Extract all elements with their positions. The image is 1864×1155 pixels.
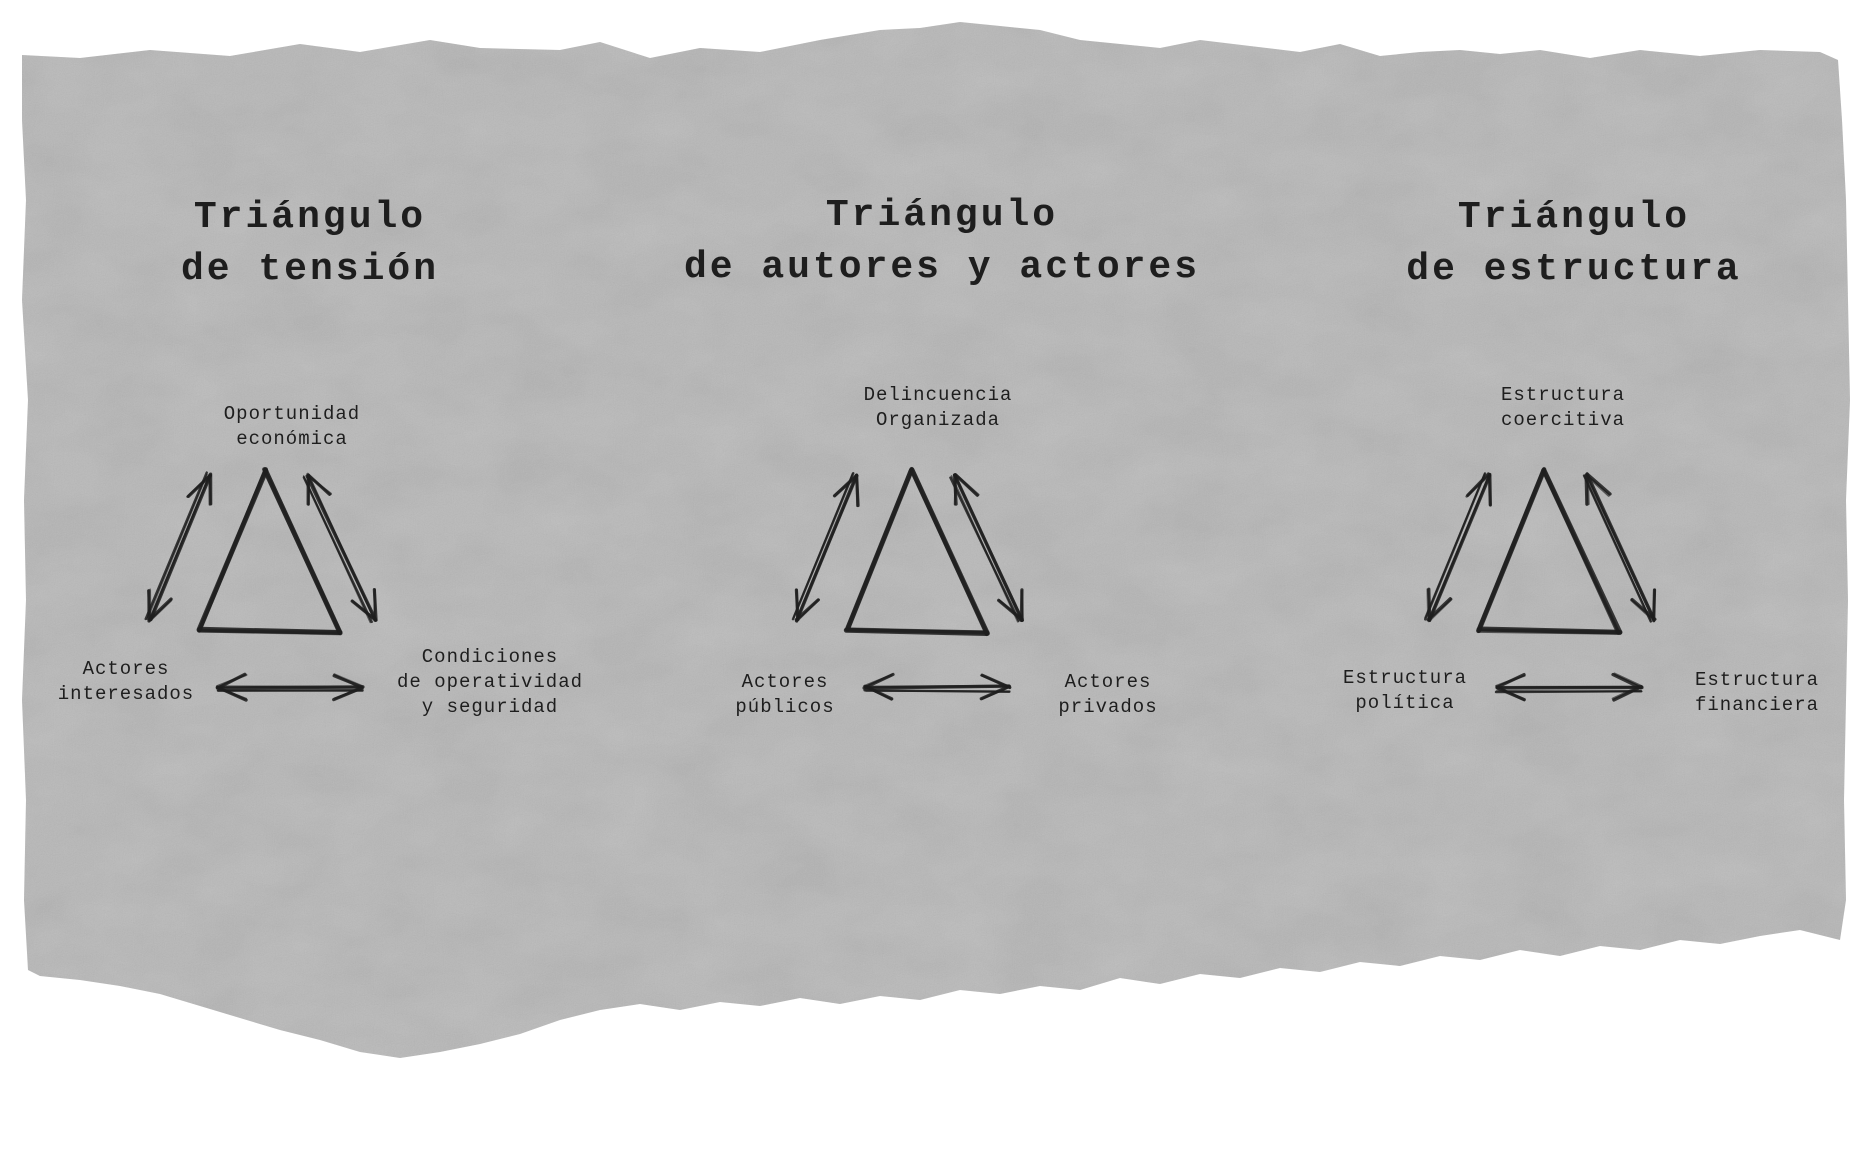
left-node-label: Estructura política [1342, 667, 1468, 714]
right-double-arrow [302, 472, 378, 624]
right-double-arrow [949, 473, 1024, 623]
arrowhead [863, 672, 895, 701]
central-triangle [1476, 466, 1623, 635]
bottom-double-arrow [862, 672, 1012, 701]
arrowhead [350, 588, 378, 622]
title-line-1: Triángulo [1457, 196, 1691, 239]
right-node-label: Estructura financiera [1694, 669, 1820, 716]
central-triangle [196, 467, 343, 636]
left-node-label: Actores públicos [735, 671, 835, 718]
arrowhead [1584, 472, 1612, 506]
arrowhead [1630, 588, 1657, 623]
arrowhead [147, 588, 173, 623]
bottom-double-arrow [215, 672, 365, 702]
panel-tension-triangle: Triángulo de tensión Oportunidad económi… [0, 0, 620, 1155]
left-double-arrow [144, 471, 213, 623]
arrowhead [979, 673, 1012, 701]
left-node-label: Actores interesados [57, 658, 195, 705]
title-line-2: de tensión [180, 248, 440, 291]
panel-title: Triángulo de autores y actores [632, 190, 1252, 294]
arrowhead [1495, 672, 1526, 702]
title-line-1: Triángulo [825, 194, 1059, 237]
right-node-label: Condiciones de operatividad y seguridad [396, 646, 584, 718]
title-line-1: Triángulo [193, 196, 427, 239]
triangle-arrows-diagram [1424, 466, 1657, 702]
bottom-double-arrow [1494, 672, 1644, 702]
central-triangle [843, 466, 990, 637]
arrowhead [186, 472, 213, 506]
panel-authors-actors-triangle: Triángulo de autores y actores Delincuen… [632, 0, 1252, 1155]
triangle-arrows-diagram [144, 467, 378, 702]
panel-structure-triangle: Triángulo de estructura Estructura coerc… [1264, 0, 1864, 1155]
arrowhead [832, 473, 860, 508]
title-line-2: de autores y actores [683, 246, 1201, 289]
left-double-arrow [791, 472, 860, 623]
arrowhead [215, 672, 248, 702]
title-line-2: de estructura [1406, 248, 1742, 291]
top-node-label: Oportunidad económica [223, 403, 361, 450]
left-double-arrow [1424, 472, 1492, 623]
right-node-label: Actores privados [1058, 671, 1158, 718]
arrowhead [794, 588, 820, 622]
panel-title: Triángulo de estructura [1264, 192, 1864, 296]
arrowhead [1426, 587, 1453, 623]
triangle-arrows-diagram [791, 466, 1024, 701]
arrowhead [953, 473, 980, 506]
arrowhead [1465, 472, 1492, 507]
arrowhead [332, 673, 364, 702]
top-node-label: Delincuencia Organizada [863, 384, 1013, 431]
arrowhead [1611, 672, 1644, 702]
top-node-label: Estructura coercitiva [1500, 384, 1626, 431]
arrowhead [306, 473, 333, 506]
arrowhead [997, 588, 1024, 623]
panel-title: Triángulo de tensión [0, 192, 620, 296]
right-double-arrow [1582, 472, 1657, 623]
